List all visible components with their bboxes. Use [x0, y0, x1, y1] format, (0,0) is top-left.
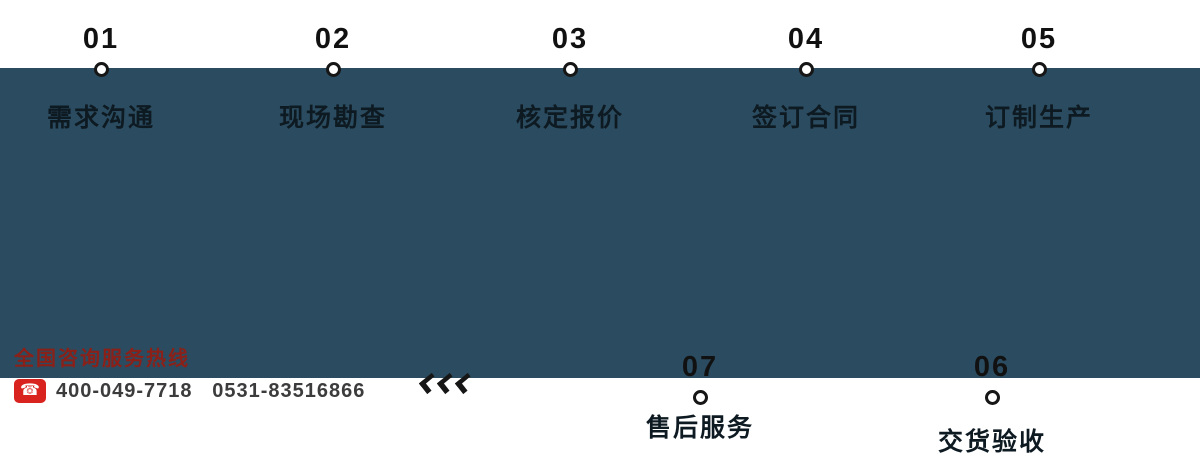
hotline-title: 全国咨询服务热线: [14, 348, 190, 370]
step-number: 05: [1020, 23, 1058, 55]
process-step-03: 03 核定报价: [480, 22, 660, 133]
step-dot-icon: [325, 62, 341, 77]
process-step-04: 04 签订合同: [716, 22, 896, 133]
step-label: 售后服务: [645, 414, 754, 442]
step-number: 01: [82, 23, 120, 55]
hotline-numbers: 400-049-7718 0531-83516866: [56, 379, 366, 402]
step-number: 07: [681, 351, 719, 383]
process-step-07: 07 售后服务: [610, 350, 790, 443]
hotline-row: ☎ 400-049-7718 0531-83516866: [14, 379, 414, 403]
phone-icon: ☎: [14, 379, 46, 403]
background-band: [0, 68, 1200, 378]
step-label: 交货验收: [937, 428, 1046, 456]
step-dot-icon: [562, 62, 578, 77]
process-step-01: 01 需求沟通: [11, 22, 191, 133]
process-step-02: 02 现场勘查: [243, 22, 423, 133]
step-dot-icon: [692, 390, 708, 405]
step-label: 现场勘查: [278, 104, 387, 132]
step-dot-icon: [1031, 62, 1047, 77]
chevron-left-icon: [454, 372, 477, 395]
step-number: 04: [787, 23, 825, 55]
step-number: 03: [551, 23, 589, 55]
step-dot-icon: [93, 62, 109, 77]
step-label: 核定报价: [515, 104, 624, 132]
process-step-05: 05 订制生产: [949, 22, 1129, 133]
step-number: 06: [973, 351, 1011, 383]
step-dot-icon: [984, 390, 1000, 405]
step-label: 订制生产: [984, 104, 1093, 132]
left-arrows-icon: [418, 372, 477, 395]
step-dot-icon: [798, 62, 814, 77]
hotline: 全国咨询服务热线 ☎ 400-049-7718 0531-83516866: [14, 342, 414, 403]
step-number: 02: [314, 23, 352, 55]
step-label: 签订合同: [751, 104, 860, 132]
process-step-06: 06 交货验收: [902, 350, 1082, 457]
step-label: 需求沟通: [46, 104, 155, 132]
